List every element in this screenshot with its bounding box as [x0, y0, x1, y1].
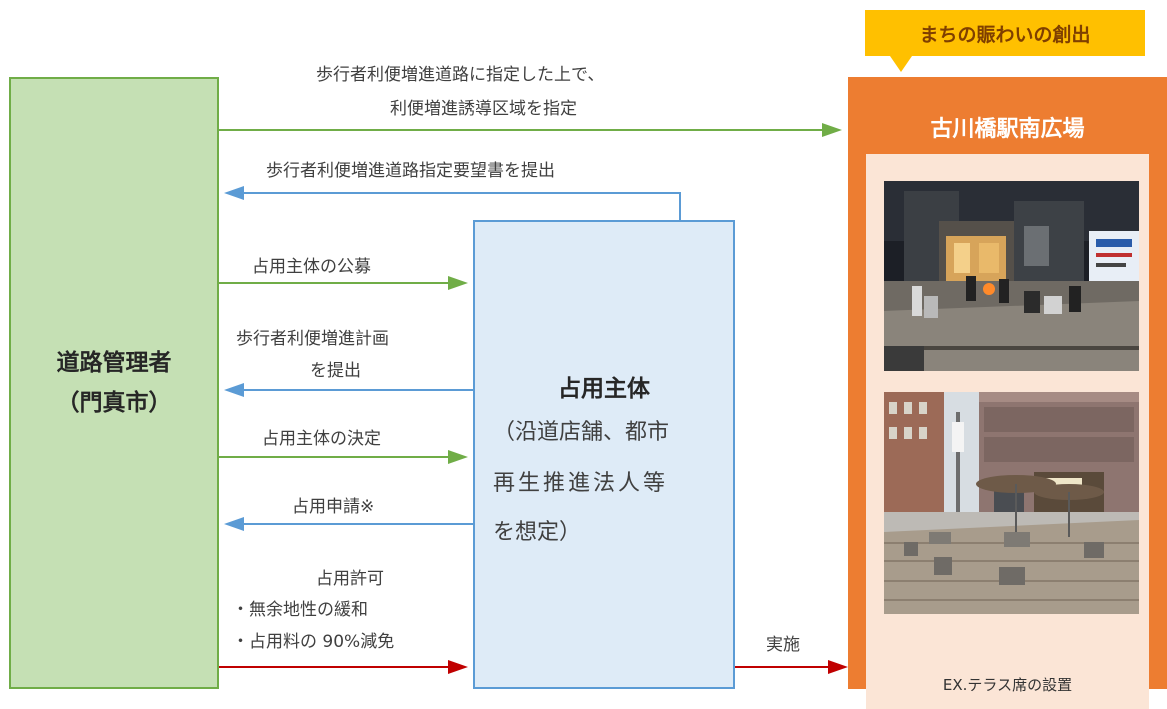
label-permit-1: 占用許可	[316, 569, 384, 589]
occupant-desc-line-1: （沿道店舗、都市	[493, 420, 670, 445]
label-designate-1: 歩行者利便増進道路に指定した上で、	[316, 65, 605, 85]
label-permit-3: ・占用料の 90%減免	[232, 632, 395, 652]
plaza-inner-panel: EX.テラス席の設置	[866, 154, 1149, 709]
arrow-plan-head	[224, 383, 244, 397]
arrow-apply-head	[224, 517, 244, 531]
plaza-photo-day	[884, 392, 1139, 614]
occupant-desc-line-2: 再生推進法人等	[493, 471, 669, 496]
arrow-request	[244, 192, 681, 220]
plaza-photo-night	[884, 181, 1139, 371]
arrow-decide-head	[448, 450, 468, 464]
road-manager-subtitle: （門真市）	[56, 390, 172, 416]
arrow-implement-head	[828, 660, 848, 674]
banner-pointer	[890, 56, 912, 72]
label-decide: 占用主体の決定	[262, 429, 381, 449]
road-manager-title: 道路管理者	[56, 350, 172, 376]
arrow-recruit-head	[448, 276, 468, 290]
label-permit-2: ・無余地性の緩和	[232, 600, 368, 620]
road-manager-box: 道路管理者 （門真市）	[9, 77, 219, 689]
label-request: 歩行者利便増進道路指定要望書を提出	[266, 161, 555, 181]
plaza-box: 古川橋駅南広場	[848, 77, 1167, 709]
banner-vitality: まちの賑わいの創出	[865, 10, 1145, 56]
label-recruit: 占用主体の公募	[252, 257, 371, 277]
occupant-title: 占用主体	[558, 376, 650, 402]
occupant-desc-line-3: を想定）	[493, 520, 582, 545]
label-plan-1: 歩行者利便増進計画	[236, 329, 389, 349]
label-apply: 占用申請※	[292, 497, 375, 517]
plaza-title: 古川橋駅南広場	[930, 117, 1085, 142]
banner-text: まちの賑わいの創出	[919, 23, 1091, 46]
label-designate-2: 利便増進誘導区域を指定	[390, 99, 577, 119]
flow-arrows	[219, 123, 848, 674]
arrow-designate-head	[822, 123, 842, 137]
arrow-request-head	[224, 186, 244, 200]
label-implement: 実施	[766, 635, 800, 655]
label-plan-2: を提出	[310, 361, 361, 381]
arrow-permit-head	[448, 660, 468, 674]
occupant-box: 占用主体 （沿道店舗、都市 再生推進法人等 を想定）	[473, 220, 735, 689]
